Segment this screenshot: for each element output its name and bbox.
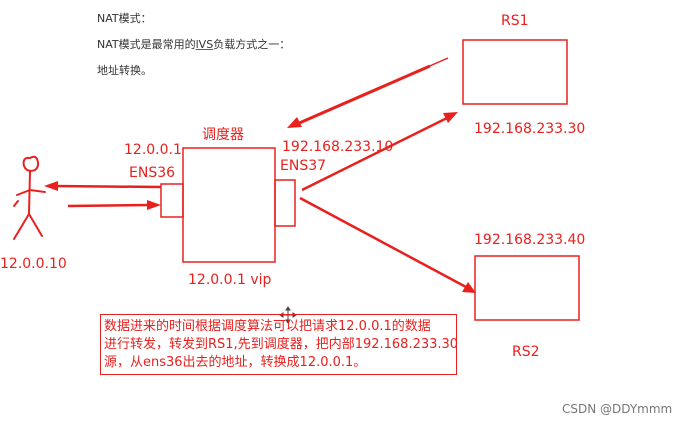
ens36-ip-label: 12.0.0.1 bbox=[124, 142, 182, 158]
rs1-label: RS1 bbox=[501, 13, 529, 29]
scheduler-title: 调度器 bbox=[202, 127, 244, 143]
rs1-ip-label: 192.168.233.30 bbox=[474, 121, 586, 137]
header-line-3: 地址转换。 bbox=[97, 64, 152, 77]
rs1-box bbox=[462, 39, 568, 105]
arrow-client-to-scheduler bbox=[67, 200, 161, 210]
rs2-box bbox=[474, 255, 580, 321]
header-line-2-end: 负载方式之一： bbox=[213, 38, 291, 51]
ens36-interface-box bbox=[160, 183, 184, 218]
ens37-interface-box bbox=[274, 179, 296, 227]
header-line-2: NAT模式是最常用的lVS负载方式之一： bbox=[97, 36, 290, 52]
arrow-rs1-to-scheduler bbox=[287, 57, 449, 128]
header-line-1: NAT模式： bbox=[97, 12, 152, 25]
note-line-1: 数据进来的时间根据调度算法可以把请求12.0.0.1的数据 bbox=[104, 319, 431, 334]
explanation-note: 数据进来的时间根据调度算法可以把请求12.0.0.1的数据 进行转发，转发到RS… bbox=[100, 314, 459, 375]
vip-label: 12.0.0.1 vip bbox=[188, 272, 272, 288]
header-line-2-start: NAT模式是最常用的 bbox=[97, 38, 196, 51]
stick-figure-icon bbox=[13, 155, 46, 240]
arrow-scheduler-to-client bbox=[44, 181, 162, 191]
ens37-label: ENS37 bbox=[280, 158, 327, 174]
note-line-3: 源，从ens36出去的地址，转换成12.0.0.1。 bbox=[104, 355, 367, 370]
note-line-2: 进行转发，转发到RS1,先到调度器，把内部192.168.233.30 bbox=[104, 337, 459, 352]
ens37-ip-label: 192.168.233.10 bbox=[282, 139, 394, 155]
ens36-label: ENS36 bbox=[129, 165, 176, 181]
csdn-watermark: CSDN @DDYmmm bbox=[562, 402, 673, 416]
rs2-ip-label: 192.168.233.40 bbox=[474, 232, 586, 248]
scheduler-box bbox=[182, 147, 276, 263]
arrow-scheduler-to-rs1 bbox=[301, 112, 458, 192]
rs2-label: RS2 bbox=[512, 344, 540, 360]
client-ip-label: 12.0.0.10 bbox=[0, 256, 67, 272]
header-line-2-lvs: lVS bbox=[195, 38, 214, 51]
arrow-scheduler-to-rs2 bbox=[299, 196, 476, 293]
